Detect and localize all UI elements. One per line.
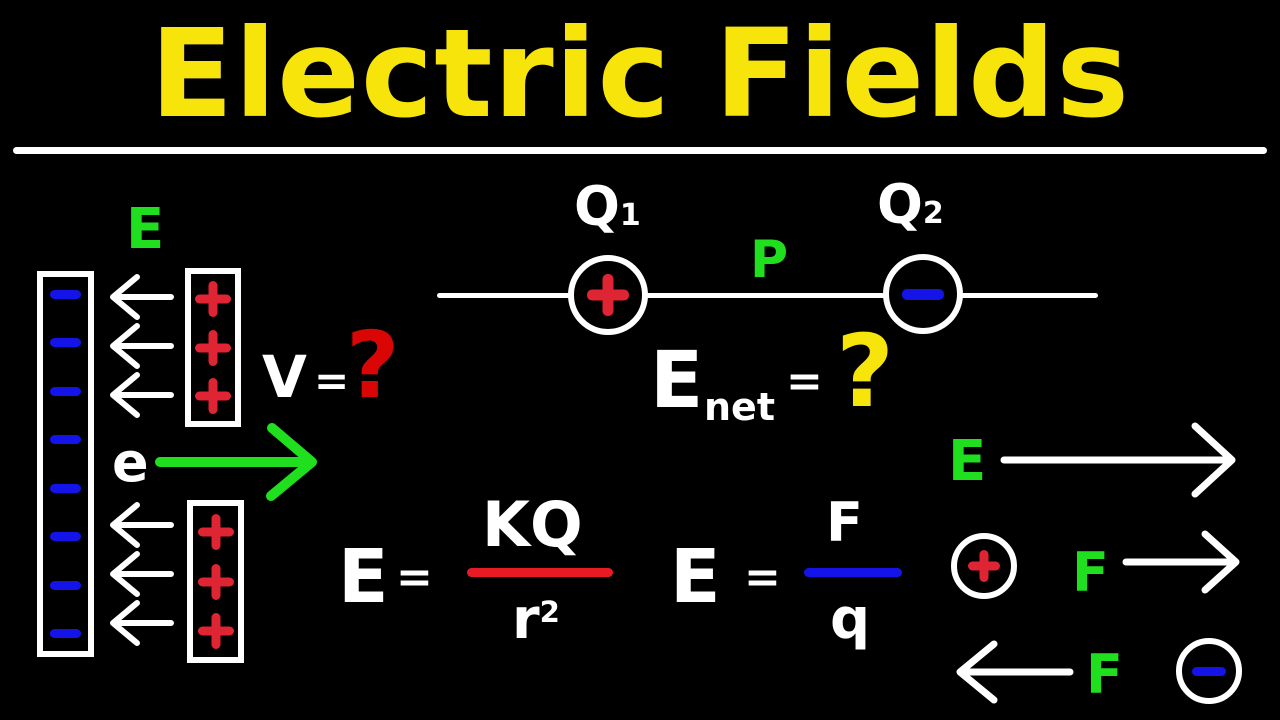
q1-subscript: 1 bbox=[619, 198, 641, 233]
coulomb-fraction-bar bbox=[467, 568, 613, 577]
field-arrows-bottom bbox=[104, 502, 174, 646]
electron-velocity-arrow-icon bbox=[155, 423, 317, 501]
field-def-numerator: F bbox=[826, 491, 863, 554]
charge-axis-line bbox=[437, 293, 1098, 298]
arrow-left-icon bbox=[110, 502, 174, 548]
e-field-label-left: E bbox=[126, 197, 165, 262]
enet-symbol: E bbox=[650, 336, 704, 426]
field-def-equals: = bbox=[744, 552, 781, 603]
plus-charge-icon bbox=[968, 550, 1000, 582]
plus-charge-icon bbox=[587, 274, 629, 316]
minus-charge-icon bbox=[50, 532, 81, 542]
title-underline bbox=[13, 147, 1267, 154]
voltage-symbol: V bbox=[262, 343, 307, 411]
enet-question-mark: ? bbox=[836, 313, 895, 430]
minus-charge-icon bbox=[50, 338, 81, 348]
arrow-left-icon bbox=[110, 323, 174, 369]
positive-test-charge bbox=[951, 533, 1017, 599]
q1-label: Q1 bbox=[574, 180, 641, 234]
plus-charge-icon bbox=[195, 281, 231, 317]
field-arrows-top bbox=[104, 274, 174, 418]
enet-equals: = bbox=[786, 356, 823, 407]
page-title: Electric Fields bbox=[150, 3, 1130, 145]
arrow-left-icon bbox=[110, 600, 174, 646]
minus-charge-icon bbox=[50, 435, 81, 445]
plus-charge-icon bbox=[195, 330, 231, 366]
force-arrow-right-icon bbox=[1122, 530, 1240, 594]
voltage-question-mark: ? bbox=[346, 312, 400, 419]
q2-negative-charge bbox=[883, 254, 963, 334]
coulomb-denominator-exponent: 2 bbox=[539, 594, 560, 629]
field-def-lhs: E bbox=[670, 534, 721, 620]
plus-charge-icon bbox=[195, 378, 231, 414]
coulomb-equals: = bbox=[396, 552, 433, 603]
electron-label: e bbox=[112, 431, 149, 494]
plus-charge-icon bbox=[198, 613, 234, 649]
negative-plate bbox=[37, 271, 94, 657]
coulomb-lhs: E bbox=[338, 534, 389, 620]
arrow-left-icon bbox=[110, 551, 174, 597]
coulomb-denominator: r2 bbox=[512, 592, 560, 648]
field-def-fraction-bar bbox=[804, 568, 902, 577]
q2-symbol: Q bbox=[877, 173, 923, 236]
minus-charge-icon bbox=[902, 288, 944, 300]
minus-charge-icon bbox=[50, 483, 81, 493]
minus-charge-icon bbox=[50, 386, 81, 396]
arrow-left-icon bbox=[110, 372, 174, 418]
coulomb-denominator-base: r bbox=[512, 587, 540, 652]
negative-test-charge bbox=[1176, 638, 1242, 704]
q2-label: Q2 bbox=[877, 178, 944, 232]
minus-charge-icon bbox=[1192, 666, 1226, 676]
q2-subscript: 2 bbox=[922, 196, 944, 231]
minus-charge-icon bbox=[50, 580, 81, 590]
q1-symbol: Q bbox=[574, 175, 620, 238]
positive-plate-bottom bbox=[187, 500, 244, 663]
minus-charge-icon bbox=[50, 628, 81, 638]
arrow-left-icon bbox=[110, 274, 174, 320]
minus-charge-icon bbox=[50, 290, 81, 299]
enet-subscript: net bbox=[704, 385, 775, 429]
point-p-label: P bbox=[750, 230, 789, 290]
e-field-arrow-right-icon bbox=[1000, 422, 1236, 498]
plus-charge-icon bbox=[198, 514, 234, 550]
q1-positive-charge bbox=[568, 255, 648, 335]
positive-plate-top bbox=[185, 268, 241, 427]
force-label-negative: F bbox=[1086, 643, 1123, 706]
voltage-equals: = bbox=[314, 356, 350, 405]
field-def-denominator: q bbox=[830, 587, 871, 652]
force-arrow-left-icon bbox=[956, 640, 1074, 704]
e-field-label-right: E bbox=[948, 429, 987, 494]
coulomb-numerator: KQ bbox=[482, 488, 583, 561]
plus-charge-icon bbox=[198, 564, 234, 600]
force-label-positive: F bbox=[1072, 541, 1109, 604]
